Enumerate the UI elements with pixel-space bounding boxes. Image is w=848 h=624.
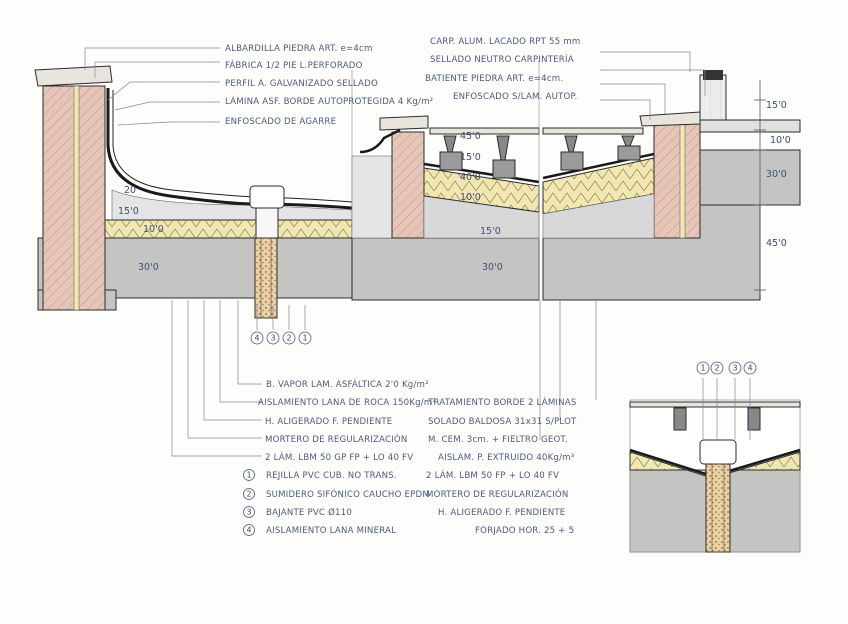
- dim-left-100: 10'0: [143, 224, 164, 235]
- legend-bajante: BAJANTE PVC Ø110: [266, 507, 352, 518]
- legend-num-4: 4: [246, 526, 251, 535]
- drain-detail: [629, 378, 801, 553]
- coping-stone: [34, 65, 113, 87]
- label-mortero-right: MORTERO DE REGULARIZACIÓN: [426, 488, 569, 500]
- label-aislamiento-lana: AISLAMIENTO LANA DE ROCA 150Kg/m³: [258, 398, 436, 408]
- legend-rejilla: REJILLA PVC CUB. NO TRANS.: [266, 471, 397, 481]
- marker-detail-1: 1: [700, 364, 705, 373]
- label-carpinteria: CARP. ALUM. LACADO RPT 55 mm: [430, 37, 580, 47]
- label-mortero: MORTERO DE REGULARIZACIÓN: [265, 433, 408, 445]
- dimensions: 15'0 10'0 30'0 45'0 20 15'0 10'0 30'0 45…: [118, 100, 791, 273]
- label-laminas-lbm-right: 2 LÁM. LBM 50 FP + LO 40 FV: [426, 469, 559, 481]
- markers: 4 3 2 1 1 2 3 4: [250, 331, 757, 375]
- labels-top-left: ALBARDILLA PIEDRA ART. e=4cm FÁBRICA 1/2…: [225, 44, 433, 127]
- dim-right-150: 15'0: [766, 100, 787, 111]
- label-forjado: FORJADO HOR. 25 + 5: [475, 526, 574, 536]
- dim-mid-150b: 15'0: [480, 226, 501, 237]
- dim-left-300: 30'0: [138, 262, 159, 273]
- left-roof-section: [34, 65, 353, 319]
- middle-slab: [351, 237, 540, 301]
- label-enfoscado-agarre: ENFOSCADO DE AGARRE: [225, 117, 336, 127]
- leader-lines: [84, 47, 706, 457]
- legend-sumidero: SUMIDERO SIFÓNICO CAUCHO EPDM: [266, 488, 430, 500]
- label-barrera-vapor: B. VAPOR LAM. ASFÁLTICA 2'0 Kg/m²: [266, 378, 429, 390]
- dim-mid-450: 45'0: [460, 131, 481, 142]
- marker-top-1: 1: [302, 334, 307, 343]
- dim-left-150: 15'0: [118, 206, 139, 217]
- label-sellado: SELLADO NEUTRO CARPINTERÍA: [430, 53, 574, 65]
- label-solado: SOLADO BALDOSA 31x31 S/PLOT: [428, 417, 577, 427]
- dim-mid-150a: 15'0: [460, 152, 481, 163]
- labels-top-right: CARP. ALUM. LACADO RPT 55 mm SELLADO NEU…: [425, 37, 580, 102]
- dim-mid-400: 40'0: [460, 172, 481, 183]
- dim-right-450: 45'0: [766, 238, 787, 249]
- legend-num-1: 1: [246, 471, 251, 480]
- labels-bottom-left: B. VAPOR LAM. ASFÁLTICA 2'0 Kg/m² AISLAM…: [258, 378, 436, 463]
- label-batiente: BATIENTE PIEDRA ART. e=4cm.: [425, 74, 563, 84]
- labels-bottom-right: TRATAMIENTO BORDE 2 LÁMINAS SOLADO BALDO…: [426, 396, 577, 536]
- marker-top-2: 2: [286, 334, 291, 343]
- dim-right-100: 10'0: [770, 135, 791, 146]
- dim-mid-300: 30'0: [482, 262, 503, 273]
- legend-num-2: 2: [246, 490, 251, 499]
- label-perfil: PERFIL A. GALVANIZADO SELLADO: [225, 79, 378, 89]
- marker-top-3: 3: [270, 334, 275, 343]
- waterproof-membrane: [106, 88, 353, 210]
- dim-left-20: 20: [124, 185, 136, 196]
- label-h-aligerado: H. ALIGERADO F. PENDIENTE: [265, 417, 392, 427]
- marker-detail-4: 4: [747, 364, 752, 373]
- label-lamina-asf: LÁMINA ASF. BORDE AUTOPROTEGIDA 4 Kg/m²: [225, 95, 433, 107]
- legend-num-3: 3: [246, 508, 251, 517]
- drain-pipe: [254, 237, 278, 319]
- marker-top-4: 4: [254, 334, 259, 343]
- dim-mid-100: 10'0: [460, 192, 481, 203]
- label-aislam-extruido: AISLAM. P. EXTRUIDO 40Kg/m³: [438, 453, 575, 463]
- label-h-aligerado-right: H. ALIGERADO F. PENDIENTE: [438, 508, 565, 518]
- label-albardilla: ALBARDILLA PIEDRA ART. e=4cm: [225, 44, 373, 54]
- label-laminas-lbm: 2 LÁM. LBM 50 GP FP + LO 40 FV: [265, 451, 413, 463]
- legend: 1 REJILLA PVC CUB. NO TRANS. 2 SUMIDERO …: [243, 469, 430, 536]
- middle-roof-section: [351, 60, 540, 301]
- label-fabrica: FÁBRICA 1/2 PIE L.PERFORADO: [225, 59, 363, 71]
- label-tratamiento-borde: TRATAMIENTO BORDE 2 LÁMINAS: [427, 396, 577, 408]
- right-roof-section: [542, 70, 801, 301]
- roof-drain: [249, 185, 285, 209]
- legend-aislamiento: AISLAMIENTO LANA MINERAL: [266, 526, 396, 536]
- label-enfoscado-lam: ENFOSCADO S/LAM. AUTOP.: [453, 92, 577, 102]
- marker-detail-3: 3: [732, 364, 737, 373]
- marker-detail-2: 2: [714, 364, 719, 373]
- label-m-cem: M. CEM. 3cm. + FIELTRO GEOT.: [428, 435, 568, 445]
- dim-right-300: 30'0: [766, 169, 787, 180]
